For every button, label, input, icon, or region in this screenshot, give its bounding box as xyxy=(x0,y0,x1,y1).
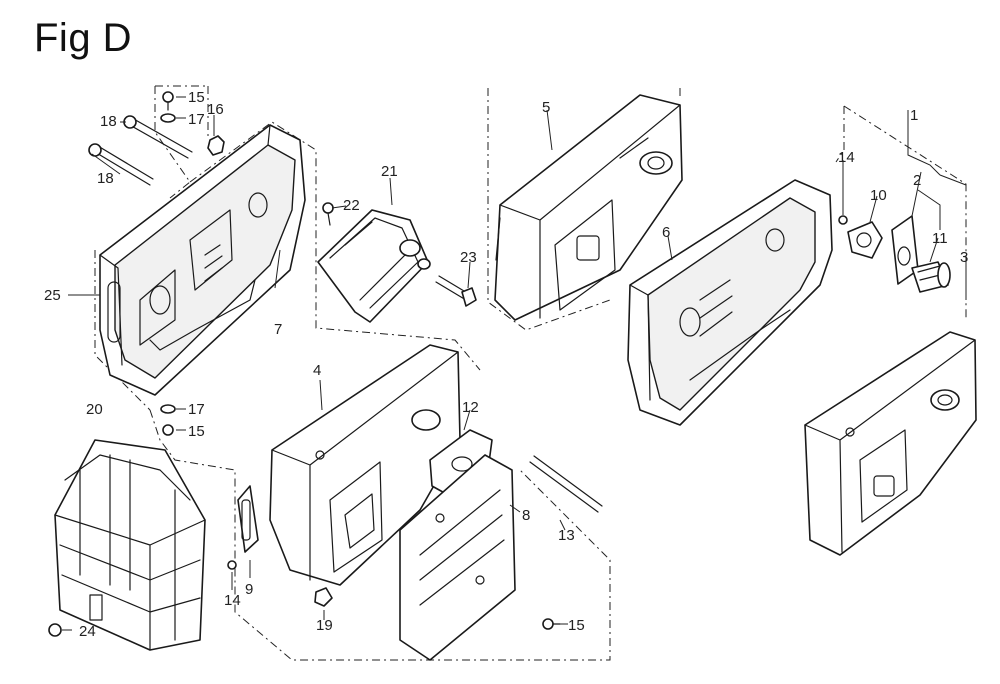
callout-12: 12 xyxy=(462,399,479,416)
callout-22: 22 xyxy=(343,197,360,214)
long-bolt-18a xyxy=(123,115,193,159)
callout-1: 1 xyxy=(910,107,918,124)
callout-14-right: 14 xyxy=(838,149,855,166)
callout-19: 19 xyxy=(316,617,333,634)
muffler-box-6 xyxy=(627,179,833,426)
bolt-23 xyxy=(435,275,477,307)
callout-24: 24 xyxy=(79,623,96,640)
callout-17-mid: 17 xyxy=(188,401,205,418)
gasket-9 xyxy=(237,485,259,553)
spark-arrester-cap-10 xyxy=(847,221,883,259)
bracket-1-frame xyxy=(907,110,967,230)
bolt-19 xyxy=(314,587,333,607)
callout-13: 13 xyxy=(558,527,575,544)
screw-15-mid xyxy=(162,424,174,436)
muffler-guard-20 xyxy=(54,439,206,651)
callout-25: 25 xyxy=(44,287,61,304)
screen-11 xyxy=(911,261,951,293)
callout-2: 2 xyxy=(913,172,921,189)
bracket-21 xyxy=(317,209,431,323)
screw-22 xyxy=(322,202,334,226)
callout-21: 21 xyxy=(381,163,398,180)
callout-11: 11 xyxy=(932,230,948,247)
callout-9: 9 xyxy=(245,581,253,598)
washer-17-mid xyxy=(160,404,176,414)
callout-18-top: 18 xyxy=(100,113,117,130)
muffler-box-left xyxy=(99,124,306,396)
callout-5: 5 xyxy=(542,99,550,116)
stud-13 xyxy=(529,455,603,513)
callout-10: 10 xyxy=(870,187,887,204)
leader-lines xyxy=(62,96,967,631)
muffler-5 xyxy=(494,94,683,321)
figure-title: Fig D xyxy=(34,16,133,60)
screw-14-left xyxy=(227,560,237,570)
callout-17-top: 17 xyxy=(188,111,205,128)
callout-15-mid: 15 xyxy=(188,423,205,440)
callout-16: 16 xyxy=(207,101,224,118)
long-bolt-18b xyxy=(88,143,154,186)
muffler-4 xyxy=(269,344,461,586)
callout-20: 20 xyxy=(86,401,103,418)
nut-16 xyxy=(207,135,225,156)
bolt-24 xyxy=(48,623,62,637)
muffler-3 xyxy=(804,331,977,556)
screw-15-bottom xyxy=(542,618,561,630)
callout-7: 7 xyxy=(274,321,282,338)
screw-14-right xyxy=(838,215,848,225)
group-frame-center xyxy=(487,88,681,331)
callout-18-bottom: 18 xyxy=(97,170,114,187)
callout-15-top: 15 xyxy=(188,89,205,106)
callout-4: 4 xyxy=(313,362,321,379)
callout-14-left: 14 xyxy=(224,592,241,609)
callout-15-bottom: 15 xyxy=(568,617,585,634)
washer-17-top xyxy=(160,113,176,123)
callout-3: 3 xyxy=(960,249,968,266)
group-frame-left xyxy=(94,85,611,661)
callout-8: 8 xyxy=(522,507,530,524)
callout-23: 23 xyxy=(460,249,477,266)
callout-6: 6 xyxy=(662,224,670,241)
muffler-protector-8 xyxy=(399,454,516,661)
screw-15-top xyxy=(162,91,174,111)
